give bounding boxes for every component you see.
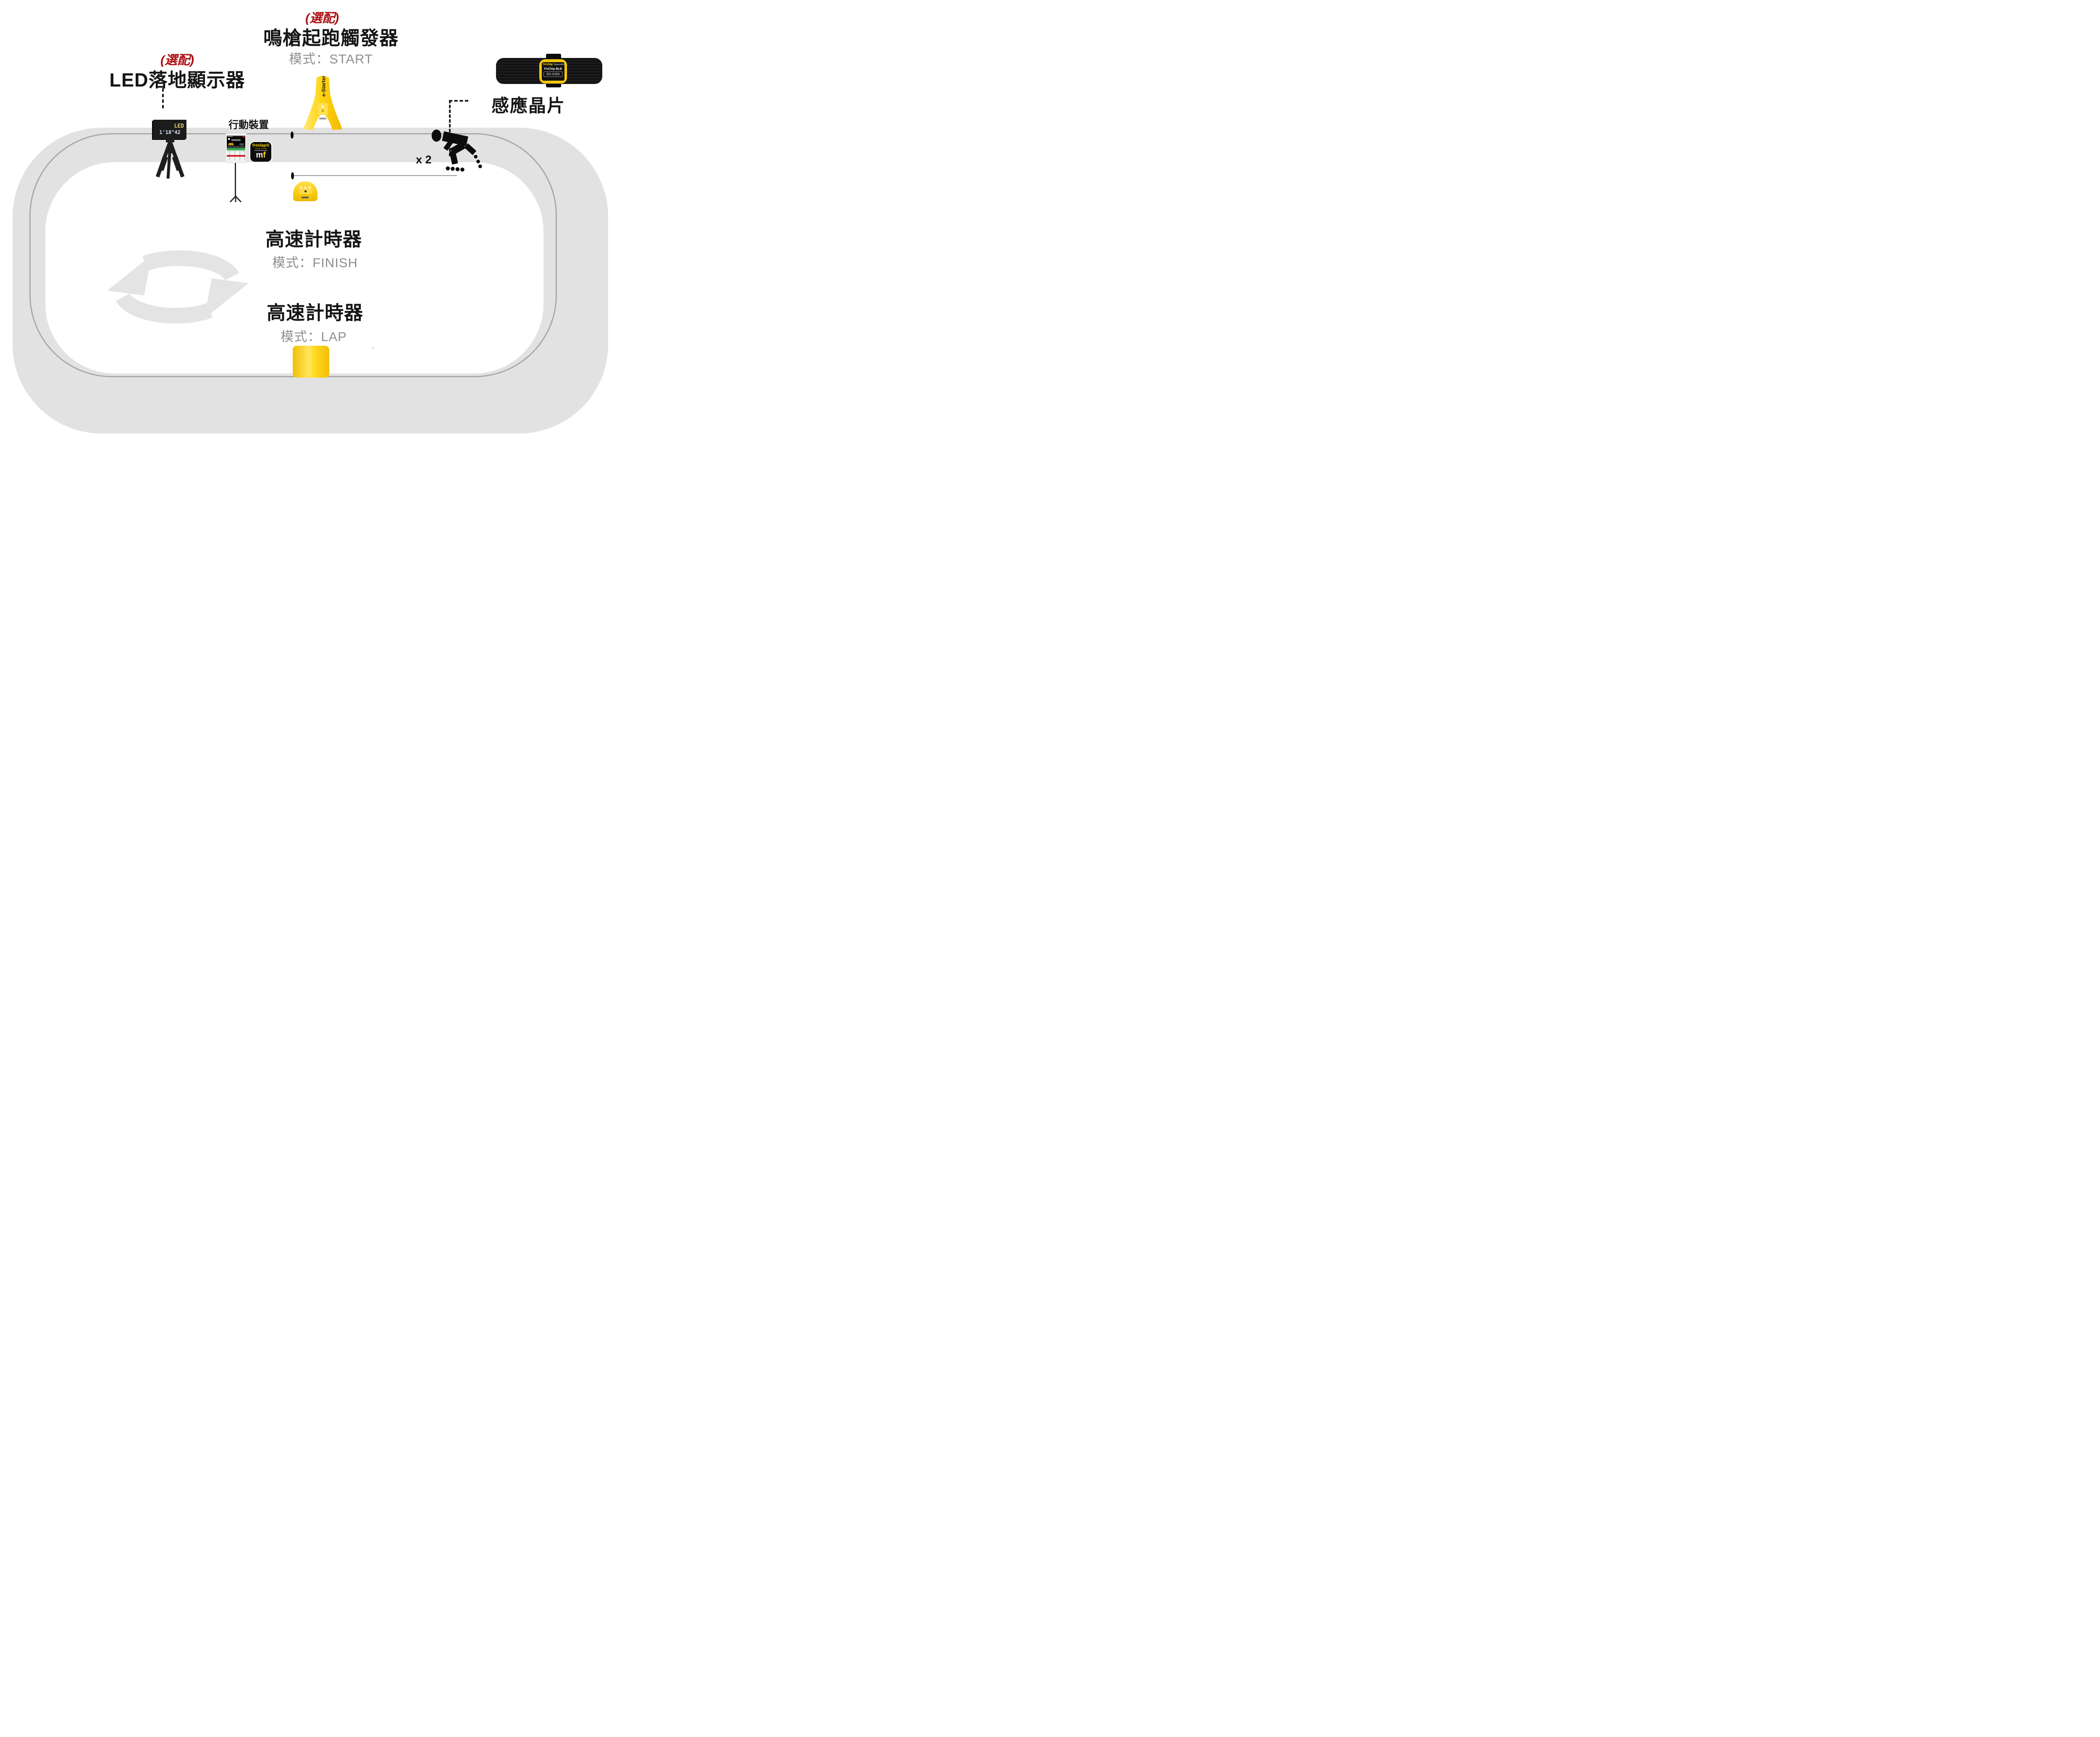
phone-app-row-lightgreen	[227, 150, 245, 151]
lap-timer-device	[293, 346, 329, 378]
timer-power-button	[304, 190, 307, 192]
phone-stand-feet	[229, 196, 242, 202]
infographic-canvas: ' (選配) 鳴槍起跑觸發器 模式：START e-Starter (選配) L…	[0, 0, 620, 434]
led-display-line1: LED	[174, 123, 184, 129]
led-display-panel: LED 1'18"42	[153, 120, 186, 139]
estarter-device: e-Starter	[303, 76, 343, 130]
led-display-line2: 1'18"42	[159, 129, 181, 135]
phone-stand-pole	[235, 163, 236, 197]
phone-app-topbar	[227, 136, 245, 138]
lap-timer-title: 高速計時器	[266, 302, 364, 323]
finish-point-dot	[291, 172, 294, 179]
phone-app-row-white	[227, 157, 245, 159]
fxchip-brand: freelap	[543, 63, 553, 66]
phone-app-graph-area	[227, 142, 245, 146]
athlete-count-label: x 2	[416, 153, 432, 166]
fxchip-device: freelap ᛒBluetooth® FxChip BLE BA-6466	[539, 59, 567, 84]
skater-icon	[431, 129, 482, 172]
fxchip-face: freelap ᛒBluetooth® FxChip BLE BA-6466	[542, 62, 564, 81]
start-point-dot	[291, 131, 294, 139]
mf-icon-divider	[255, 150, 267, 151]
phone-app-row-red	[227, 155, 245, 157]
bluetooth-icon: ᛒ	[552, 63, 554, 66]
led-display-title: LED落地顯示器	[109, 69, 245, 91]
stray-mark: '	[372, 345, 374, 356]
led-optional-label: (選配)	[160, 53, 194, 67]
mf-app-icon: freelap® freedom of timing mf	[250, 142, 271, 162]
mf-logo-f: f	[263, 151, 266, 160]
mf-logo-m: m	[256, 151, 263, 160]
chip-connector-vertical	[449, 100, 451, 156]
phone-app-title-area	[227, 137, 245, 143]
bluetooth-text: Bluetooth®	[554, 63, 565, 66]
phone-app-row-green	[227, 147, 245, 150]
finish-detection-line	[294, 175, 457, 176]
freelap-tagline: freedom of timing	[255, 148, 267, 150]
lap-timer-mode: 模式：LAP	[281, 329, 347, 344]
timer-led	[309, 187, 310, 189]
phone-screen	[227, 136, 245, 160]
fxchip-model: FxChip BLE	[544, 67, 562, 71]
starter-optional-label: (選配)	[305, 11, 339, 25]
finish-timer-title: 高速計時器	[265, 229, 362, 250]
cycle-direction-arrows-icon	[107, 250, 249, 324]
estarter-label: e-Starter	[321, 76, 327, 97]
mobile-phone-device	[225, 133, 247, 163]
phone-app-row-white	[227, 153, 245, 155]
freelap-brand-text: freelap®	[252, 143, 270, 148]
finish-timer-mode: 模式：FINISH	[272, 255, 358, 270]
finish-timer-panel	[299, 186, 312, 194]
mobile-device-label: 行動裝置	[228, 119, 269, 131]
fxchip-serial: BA-6466	[543, 71, 563, 77]
tripod-icon	[155, 138, 185, 179]
phone-app-row-white	[227, 151, 245, 153]
timer-led	[304, 187, 306, 189]
phone-app-row-white	[227, 158, 245, 160]
mf-logo: mf	[256, 151, 265, 160]
starter-mode-text: 模式：START	[289, 52, 373, 66]
finish-timer-device	[293, 181, 318, 201]
phone-app-table-header	[227, 146, 245, 148]
timer-led	[300, 187, 302, 189]
starter-title: 鳴槍起跑觸發器	[263, 27, 399, 49]
sensor-chip-label: 感應晶片	[491, 96, 566, 116]
led-connector-line	[162, 88, 164, 108]
chip-connector-horizontal	[449, 100, 468, 102]
timer-slot	[302, 197, 309, 198]
